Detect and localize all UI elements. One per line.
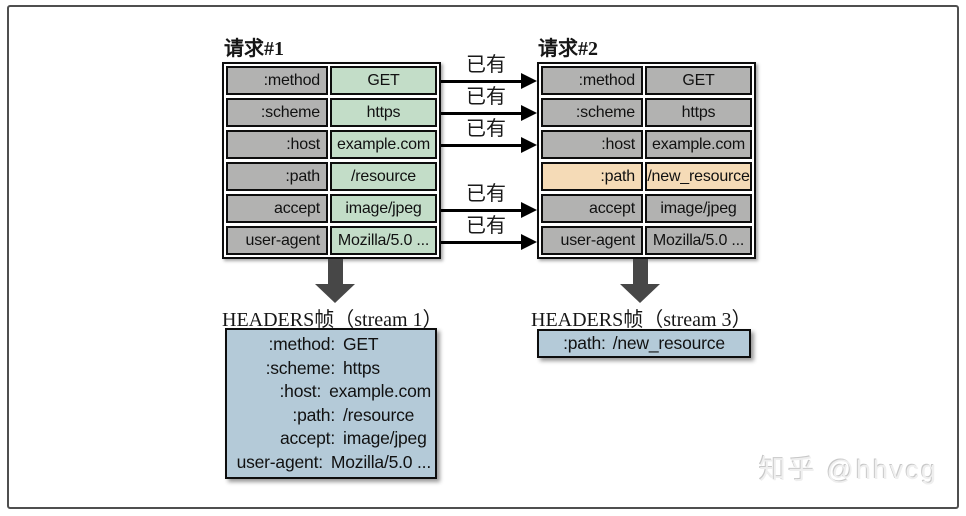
request2-table: :method GET :scheme https :host example.…	[537, 62, 756, 259]
arrow-line	[441, 112, 525, 115]
header-name-cell: :scheme	[541, 98, 643, 127]
frame-header-name: :method:	[268, 334, 336, 354]
frame3-box: :path: /new_resource	[537, 329, 751, 358]
request1-title: 请求#1	[224, 38, 284, 60]
header-name-cell: :host	[226, 130, 328, 159]
header-name-cell: :method	[541, 66, 643, 95]
frame-header-value: https	[343, 357, 380, 378]
frame-header-value: image/jpeg	[343, 428, 427, 448]
watermark: 知乎 @hhvcg	[759, 455, 938, 485]
header-name-cell: user-agent	[226, 226, 328, 255]
request2-title: 请求#2	[538, 38, 598, 60]
table-row: :method GET	[226, 66, 437, 95]
already-have-label: 已有	[466, 183, 506, 205]
already-have-label: 已有	[466, 54, 506, 76]
down-arrow-icon	[620, 259, 660, 303]
table-row: :host example.com	[541, 130, 752, 159]
table-row: :scheme https	[226, 98, 437, 127]
frame-row: :scheme: https	[231, 357, 431, 381]
arrow-line	[441, 241, 525, 244]
header-value-cell: Mozilla/5.0 ...	[645, 226, 752, 255]
table-row: user-agent Mozilla/5.0 ...	[541, 226, 752, 255]
header-name-cell: accept	[226, 194, 328, 223]
header-name-cell: :host	[541, 130, 643, 159]
frame-header-name: :host:	[279, 381, 322, 401]
down-arrow-icon	[315, 259, 355, 303]
frame-row: :host: example.com	[231, 380, 432, 404]
frame-header-value: /resource	[343, 404, 415, 425]
arrow-right-icon	[521, 202, 537, 218]
frame-header-value: /new_resource	[612, 333, 725, 353]
table-row-highlighted: :path /new_resource	[541, 162, 752, 191]
header-value-cell: example.com	[645, 130, 752, 159]
table-row: accept image/jpeg	[541, 194, 752, 223]
frame-row: :method: GET	[231, 333, 431, 357]
header-name-cell: :path	[541, 162, 643, 191]
frame3-title: HEADERS帧（stream 3）	[531, 309, 752, 331]
header-value-cell: image/jpeg	[330, 194, 437, 223]
header-value-cell: image/jpeg	[645, 194, 752, 223]
frame-row: user-agent: Mozilla/5.0 ...	[231, 451, 432, 475]
table-row: user-agent Mozilla/5.0 ...	[226, 226, 437, 255]
header-value-cell: example.com	[330, 130, 437, 159]
frame-row: :path: /resource	[231, 404, 431, 428]
header-value-cell: https	[330, 98, 437, 127]
already-have-label: 已有	[466, 215, 506, 237]
frame-header-value: GET	[343, 334, 379, 354]
arrow-head	[315, 284, 355, 303]
frame-header-name: user-agent:	[236, 451, 324, 472]
header-name-cell: :scheme	[226, 98, 328, 127]
arrow-line	[441, 144, 525, 147]
table-row: :host example.com	[226, 130, 437, 159]
table-row: accept image/jpeg	[226, 194, 437, 223]
arrow-shaft	[632, 259, 648, 284]
frame-header-name: :path:	[563, 333, 606, 353]
frame-header-name: :path:	[292, 404, 335, 425]
header-value-cell: GET	[330, 66, 437, 95]
arrow-right-icon	[521, 105, 537, 121]
arrow-right-icon	[521, 73, 537, 89]
frame-row: accept: image/jpeg	[231, 427, 431, 451]
frame-header-name: :scheme:	[265, 357, 336, 378]
arrow-head	[620, 284, 660, 303]
frame-header-value: example.com	[329, 381, 431, 401]
request1-table: :method GET :scheme https :host example.…	[222, 62, 441, 259]
arrow-right-icon	[521, 234, 537, 250]
frame-header-name: accept:	[279, 428, 335, 448]
already-have-label: 已有	[466, 118, 506, 140]
arrow-line	[441, 80, 525, 83]
arrow-line	[441, 209, 525, 212]
table-row: :path /resource	[226, 162, 437, 191]
table-row: :method GET	[541, 66, 752, 95]
header-name-cell: user-agent	[541, 226, 643, 255]
header-value-cell: GET	[645, 66, 752, 95]
header-value-cell: https	[645, 98, 752, 127]
frame1-box: :method: GET :scheme: https :host: examp…	[225, 328, 437, 479]
table-row: :scheme https	[541, 98, 752, 127]
header-value-cell: Mozilla/5.0 ...	[330, 226, 437, 255]
frame1-title: HEADERS帧（stream 1）	[222, 309, 443, 331]
frame-header-value: Mozilla/5.0 ...	[330, 451, 431, 472]
header-value-cell: /new_resource	[645, 162, 752, 191]
header-name-cell: :method	[226, 66, 328, 95]
already-have-label: 已有	[466, 86, 506, 108]
arrow-shaft	[327, 259, 343, 284]
header-value-cell: /resource	[330, 162, 437, 191]
header-name-cell: accept	[541, 194, 643, 223]
header-name-cell: :path	[226, 162, 328, 191]
arrow-right-icon	[521, 137, 537, 153]
